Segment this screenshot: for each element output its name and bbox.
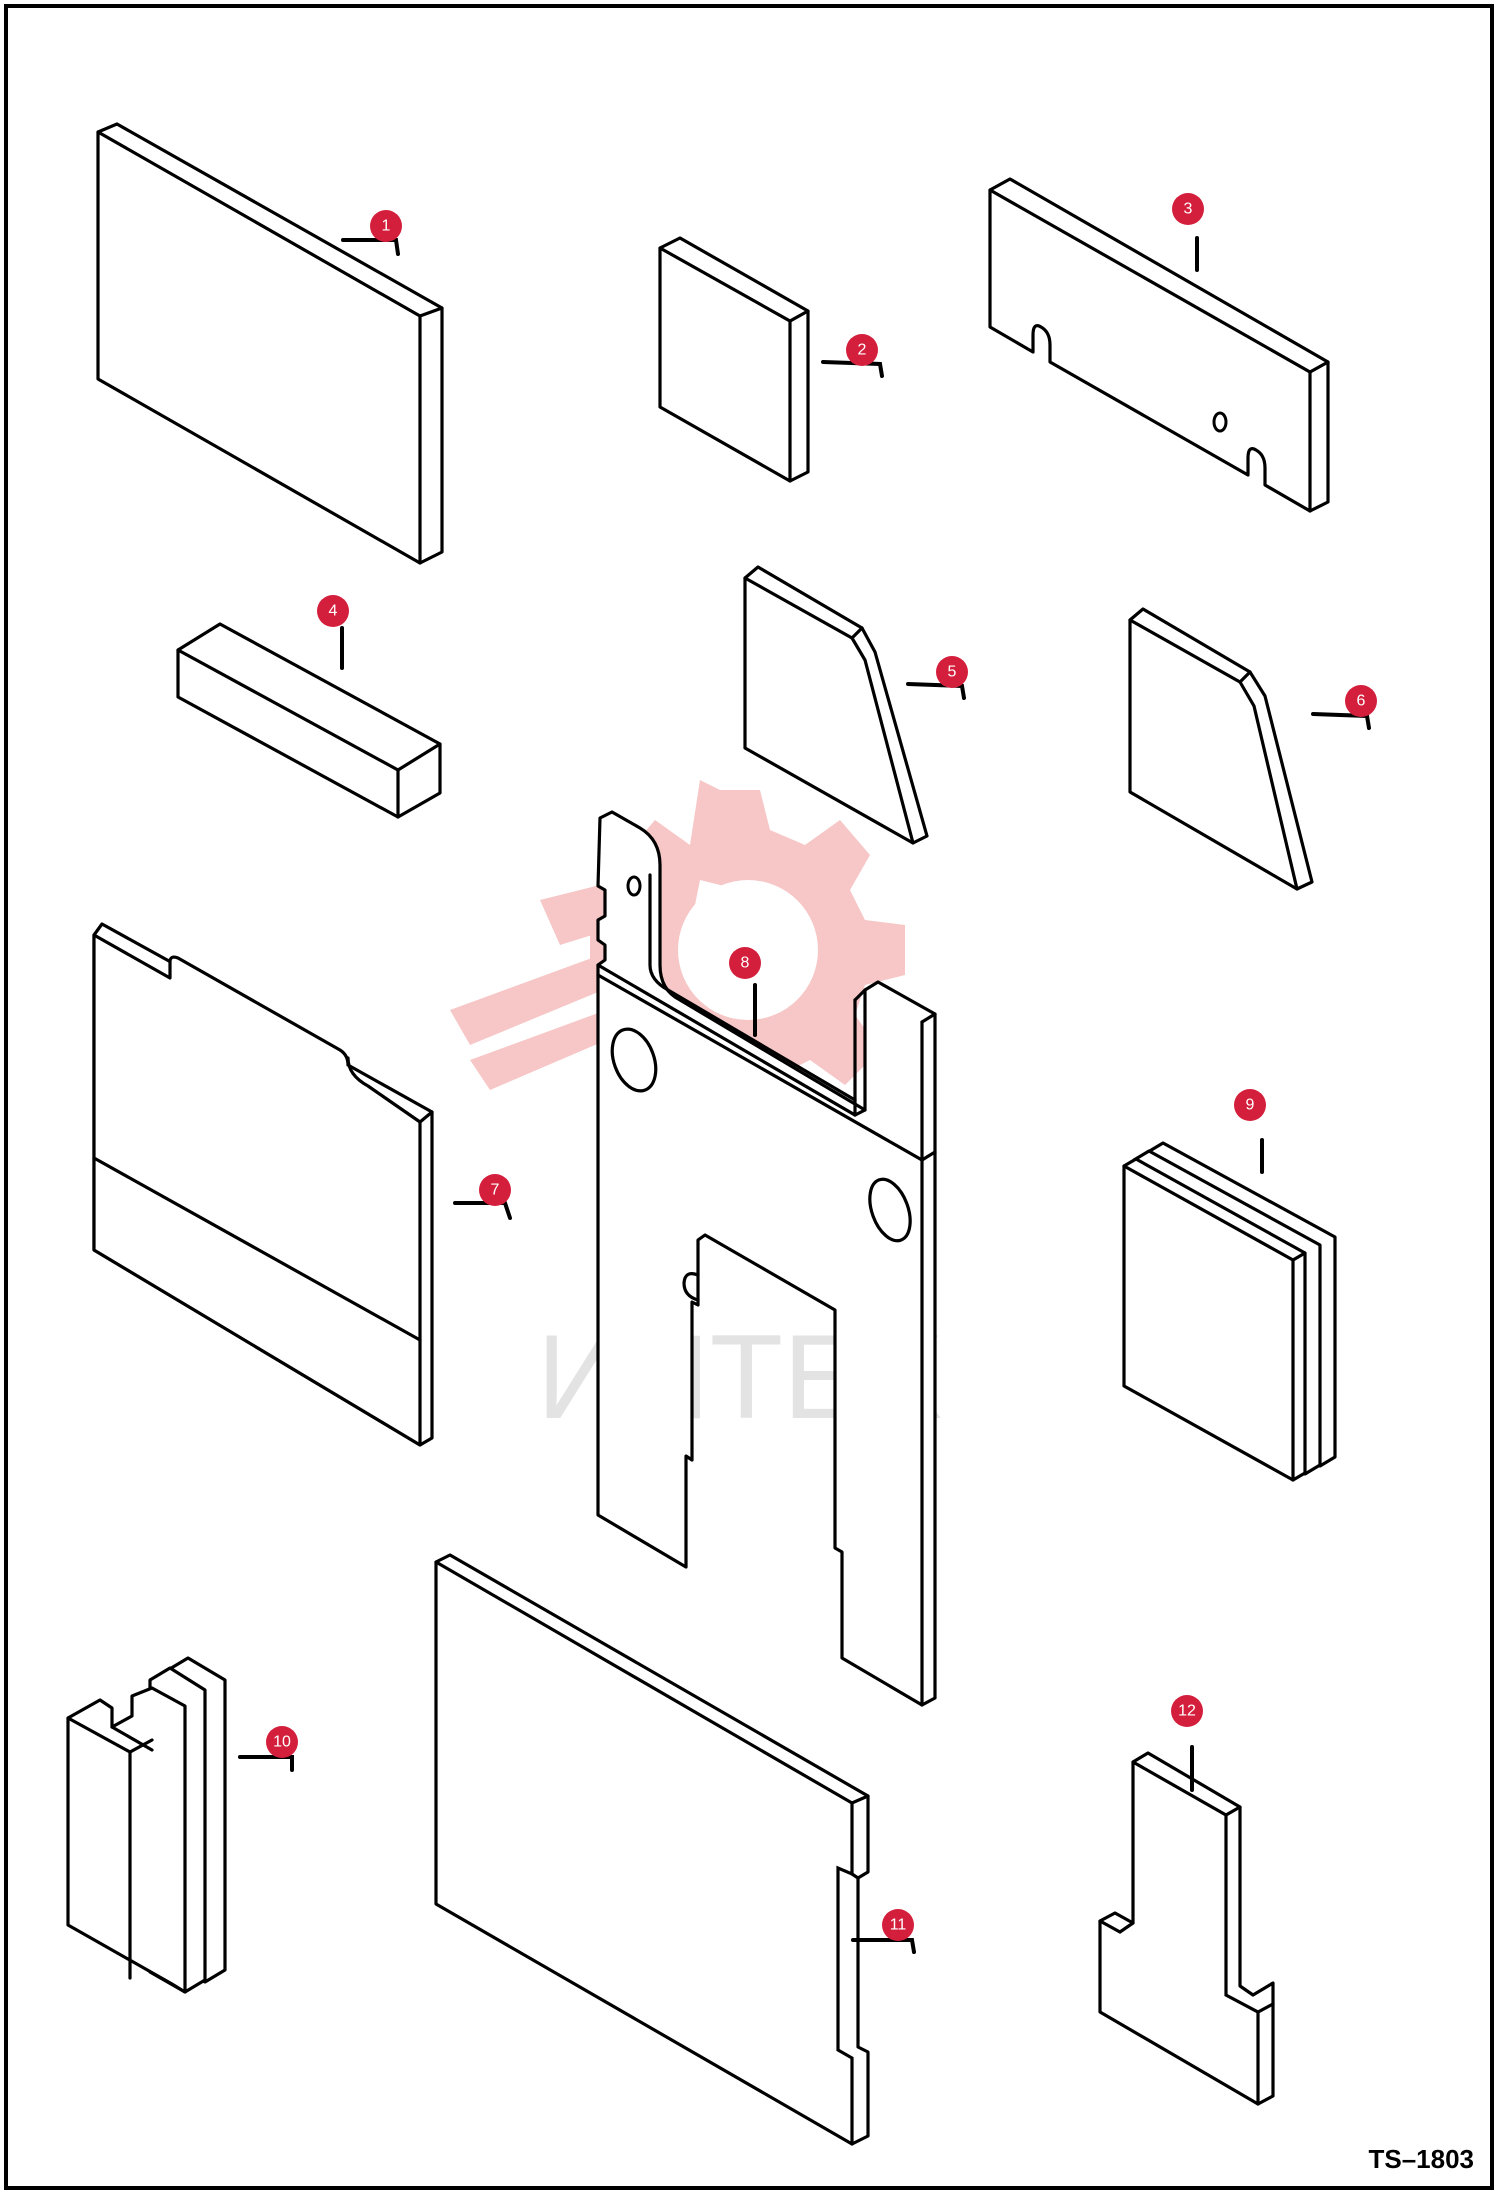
- callout-4: 4: [317, 595, 349, 627]
- callout-12: 12: [1171, 1695, 1203, 1727]
- leader-2: [821, 360, 884, 378]
- part-8-floor-panel: [596, 810, 937, 1707]
- part-12-stepped-panel: [1098, 1751, 1275, 2106]
- part-10-tall-block: [66, 1656, 227, 1994]
- callout-markers: 1 2 3 4 5 6 7 8 9 10 11 12: [266, 193, 1377, 1941]
- callout-number: 11: [890, 1917, 907, 1934]
- leader-10: [238, 1755, 294, 1772]
- callout-number: 5: [948, 664, 957, 681]
- callout-5: 5: [936, 656, 968, 688]
- leader-lines: [238, 236, 1371, 1954]
- callout-2: 2: [846, 334, 878, 366]
- part-3-slotted-panel: [988, 177, 1330, 513]
- callout-11: 11: [882, 1909, 914, 1941]
- callout-8: 8: [729, 947, 761, 979]
- reference-code: TS–1803: [1368, 2144, 1474, 2174]
- leader-7: [453, 1201, 512, 1220]
- callout-number: 8: [741, 955, 750, 972]
- callout-number: 2: [858, 342, 867, 359]
- callout-number: 9: [1246, 1097, 1255, 1114]
- leader-1: [341, 238, 400, 256]
- callout-number: 7: [491, 1182, 500, 1199]
- part-9-layered-block: [1122, 1141, 1337, 1482]
- callout-9: 9: [1234, 1089, 1266, 1121]
- leader-6: [1311, 712, 1371, 730]
- part-7-notched-panel: [92, 922, 434, 1447]
- leader-5: [906, 682, 966, 700]
- callout-1: 1: [370, 210, 402, 242]
- callout-number: 3: [1184, 201, 1193, 218]
- callout-6: 6: [1345, 685, 1377, 717]
- callout-number: 10: [273, 1734, 291, 1751]
- callout-number: 12: [1178, 1703, 1196, 1720]
- drawing-frame: [4, 4, 1494, 2190]
- callout-number: 6: [1357, 693, 1366, 710]
- callout-number: 4: [329, 603, 338, 620]
- callout-number: 1: [382, 218, 391, 235]
- part-4-bar: [176, 622, 442, 819]
- part-6-chamfered-panel: [1128, 607, 1314, 891]
- callout-7: 7: [479, 1174, 511, 1206]
- part-5-chamfered-panel: [743, 565, 929, 845]
- part-11-lower-panel: [434, 1553, 870, 2146]
- callout-3: 3: [1172, 193, 1204, 225]
- part-1-panel: [96, 122, 444, 565]
- part-2-block: [658, 236, 810, 483]
- callout-10: 10: [266, 1726, 298, 1758]
- leader-11: [851, 1938, 916, 1954]
